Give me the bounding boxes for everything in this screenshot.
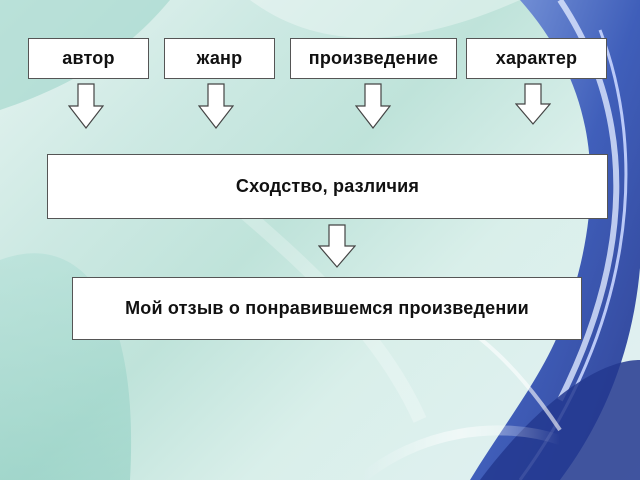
box-character: характер (466, 38, 607, 79)
box-work-label: произведение (308, 48, 439, 68)
box-genre-label: жанр (196, 48, 243, 68)
down-arrow-icon (355, 83, 391, 129)
box-genre: жанр (164, 38, 275, 79)
down-arrow-icon (68, 83, 104, 129)
box-similarities: Сходство, различия (47, 154, 608, 219)
box-review: Мой отзыв о понравившемся произведении (72, 277, 582, 340)
down-arrow-icon (318, 224, 356, 268)
box-work: произведение (290, 38, 457, 79)
box-author-label: автор (62, 48, 115, 68)
down-arrow-icon (198, 83, 234, 129)
down-arrow-icon (515, 83, 551, 125)
box-character-label: характер (495, 48, 578, 68)
box-author: автор (28, 38, 149, 79)
box-similarities-label: Сходство, различия (235, 176, 420, 196)
box-review-label: Мой отзыв о понравившемся произведении (125, 298, 529, 318)
